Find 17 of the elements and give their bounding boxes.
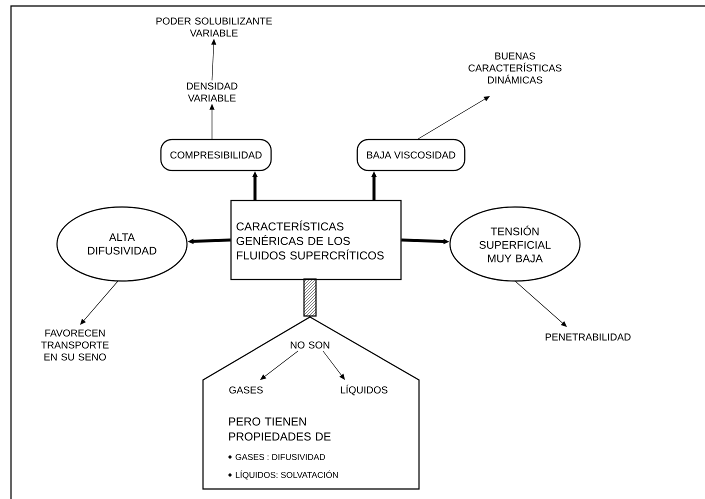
arrow: [514, 280, 567, 327]
result-text: BUENAS CARACTERÍSTICAS DINÁMICAS: [468, 52, 562, 84]
rounded-box: COMPRESIBILIDAD: [160, 138, 272, 172]
inner-text: NO SON: [290, 341, 330, 349]
arrow: [322, 350, 345, 380]
result-text: PENETRABILIDAD: [546, 334, 631, 340]
inner-text: LÍQUIDOS: [340, 384, 388, 396]
arrow: [80, 280, 118, 325]
arrow: [260, 350, 298, 380]
arrow: [418, 96, 490, 140]
result-text: FAVORECEN TRANSPORTE EN SU SENO: [41, 329, 109, 361]
result-text: DENSIDAD VARIABLE: [186, 82, 238, 102]
hatched-connector: [303, 278, 317, 317]
inner-text: GASES: [229, 386, 263, 394]
result-text: PODER SOLUBILIZANTE VARIABLE: [156, 18, 272, 36]
center-box: CARACTERÍSTICAS GENÉRICAS DE LOS FLUIDOS SUPERCRÍTICOS: [230, 200, 402, 280]
rounded-box: BAJA VISCOSIDAD: [356, 138, 466, 172]
